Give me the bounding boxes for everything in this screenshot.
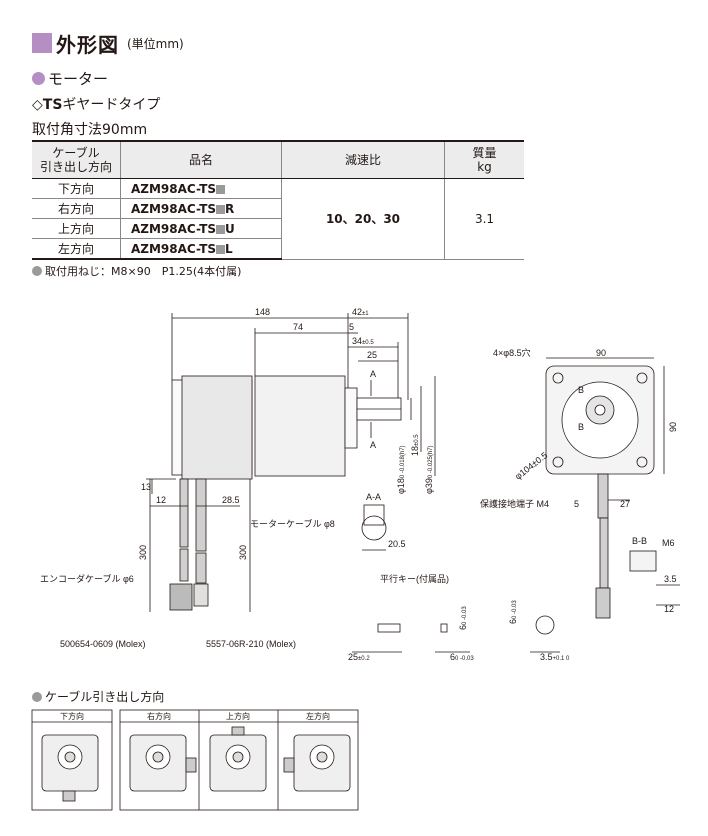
motor-cable-label: モーターケーブル φ8 <box>250 518 335 529</box>
section-b-top: B <box>578 385 584 395</box>
type-bold: TS <box>42 97 63 113</box>
mounting-note: 取付用ねじ：M8×90 P1.25(4本付属) <box>32 263 241 279</box>
bullet-icon <box>32 691 42 702</box>
table-row: 下方向 AZM98AC-TS 10、20、30 3.1 <box>32 178 524 260</box>
dim-300-left: 300 <box>138 545 148 560</box>
dim-25: 25 <box>367 350 377 360</box>
type-heading: ◇TSギヤードタイプ <box>32 94 160 114</box>
row-direction: 右方向 <box>32 198 121 219</box>
dim-key-6v: 60 -0.03 <box>458 606 468 630</box>
dim-12: 12 <box>156 495 166 505</box>
dim-20-5: 20.5 <box>388 539 406 549</box>
pcd-label: φ104±0.5 <box>513 450 549 481</box>
bullet-icon <box>32 266 42 276</box>
view-label-left: 左方向 <box>306 711 330 721</box>
section-title: 外形図 (単位mm) <box>32 30 184 57</box>
dim-74: 74 <box>293 322 303 332</box>
dim-12-bb: 12 <box>664 604 674 614</box>
row-direction: 左方向 <box>32 238 121 260</box>
view-label-down: 下方向 <box>60 711 84 721</box>
dim-27: 27 <box>620 499 630 509</box>
dim-slot-6: 60 -0.03 <box>508 600 518 624</box>
holes-label: 4×φ8.5穴 <box>493 347 531 358</box>
col-ratio: 減速比 <box>281 140 445 179</box>
dim-148: 148 <box>255 307 270 317</box>
section-a-bottom: A <box>370 440 376 450</box>
dim-5: 5 <box>349 322 354 332</box>
motor-heading: モーター <box>32 68 108 89</box>
row-direction: 下方向 <box>32 178 121 199</box>
row-direction: 上方向 <box>32 218 121 239</box>
cable-direction-views: 下方向 右方向 上方向 左方向 <box>31 709 359 811</box>
type-label: ギヤードタイプ <box>62 97 161 113</box>
mounting-heading: 取付角寸法90mm <box>32 122 148 138</box>
unit-label: (単位mm) <box>127 36 184 51</box>
dim-300-right: 300 <box>238 545 248 560</box>
encoder-cable-label: エンコーダケーブル φ6 <box>40 573 134 584</box>
dim-key-6: 60 -0.03 <box>450 652 474 662</box>
dim-13: 13 <box>141 482 151 492</box>
dim-34: 34±0.5 <box>352 336 374 346</box>
m6-label: M6 <box>662 538 675 548</box>
page-title: 外形図 <box>56 32 119 57</box>
dim-18: 18±0.5 <box>410 434 420 456</box>
section-b-bottom: B <box>578 422 584 432</box>
cable-direction-heading: ケーブル引き出し方向 <box>32 688 164 705</box>
diamond-icon: ◇ <box>32 97 43 113</box>
motor-label: モーター <box>48 70 109 88</box>
key-title: 平行キー(付属品) <box>380 573 449 584</box>
section-bb-label: B-B <box>632 536 647 546</box>
dim-5-front: 5 <box>574 499 579 509</box>
connector-2-label: 5557-06R-210 (Molex) <box>206 639 296 649</box>
dim-90-width: 90 <box>596 348 606 358</box>
dim-3-5: 3.5 <box>664 574 677 584</box>
ratio-cell: 10、20、30 <box>281 178 445 260</box>
bullet-icon <box>32 72 45 85</box>
section-a-top: A <box>370 369 376 379</box>
section-aa-label: A-A <box>366 492 381 502</box>
dim-slot-3-5: 3.5+0.1 0 <box>540 652 570 662</box>
connector-1-label: 500654-0609 (Molex) <box>60 639 146 649</box>
view-label-right: 右方向 <box>147 711 171 721</box>
col-cable: ケーブル引き出し方向 <box>32 140 121 179</box>
dim-key-25: 25±0.2 <box>348 652 370 662</box>
dim-pilot: φ390 -0.025(h7) <box>424 445 434 494</box>
dim-42: 42±1 <box>352 307 369 317</box>
title-marker <box>32 33 52 53</box>
dim-shaft: φ180 -0.018(h7) <box>396 445 406 494</box>
row-product: AZM98AC-TS <box>120 178 282 199</box>
cable-direction-title: ケーブル引き出し方向 <box>45 690 165 704</box>
mass-cell: 3.1 <box>444 178 524 260</box>
dim-28-5: 28.5 <box>222 495 240 505</box>
dim-90-height: 90 <box>668 422 678 432</box>
col-product: 品名 <box>120 140 282 179</box>
dimension-drawing: 148 74 42±1 5 34±0.5 25 A A φ180 -0.018(… <box>40 307 680 662</box>
note-text: 取付用ねじ：M8×90 P1.25(4本付属) <box>45 265 242 278</box>
ground-terminal-label: 保護接地端子 M4 <box>480 498 549 509</box>
view-label-up: 上方向 <box>226 711 250 721</box>
